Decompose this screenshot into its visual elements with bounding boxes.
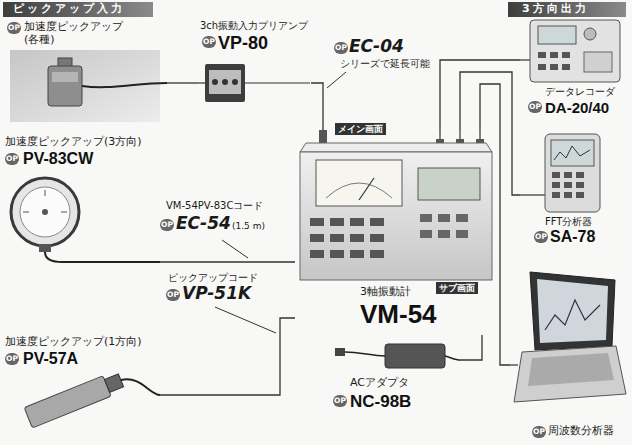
cable-connector <box>160 261 295 262</box>
cable-connector <box>460 72 520 195</box>
option-badge: OP <box>334 42 348 54</box>
uniaxial-pickup-illustration <box>24 370 160 428</box>
option-badge: OP <box>7 22 21 34</box>
header-band: 3方向出力 <box>508 2 626 17</box>
model-name: SA-78 <box>550 228 595 246</box>
option-badge: OP <box>5 153 19 165</box>
cable-note: VM-54PV-83Cコード <box>166 200 263 212</box>
cable-connector <box>160 318 295 395</box>
option-badge: OP <box>532 426 546 438</box>
equipment-box: 加速度ピックアップ(1方向)PV-57A <box>3 334 160 442</box>
equipment-box: ACアダプタ NC-98B <box>325 340 460 422</box>
pickup-photo <box>10 50 167 122</box>
cable-note: ピックアップコード <box>168 272 258 284</box>
device-name: データレコーダ <box>545 86 615 98</box>
vibration-meter-illustration <box>300 130 492 280</box>
device-name: FFT分析器 <box>545 216 592 228</box>
triaxial-pickup-illustration <box>11 178 160 262</box>
device-name: 3軸振動計 <box>360 286 411 299</box>
equipment-box: 3ch振動入力プリアンプVP-80 <box>198 18 311 104</box>
cable-connector <box>480 84 510 365</box>
option-badge: OP <box>166 289 180 301</box>
option-badge: OP <box>5 353 19 365</box>
model-name: DA-20/40 <box>545 99 609 116</box>
cable-model: VP-51K <box>182 284 251 304</box>
laptop-illustration <box>510 272 626 402</box>
cable-model: EC-54 <box>176 214 231 234</box>
model-name: VP-80 <box>218 33 268 54</box>
cable-connector <box>311 83 323 130</box>
ac-adapter-illustration <box>335 344 460 368</box>
model-name: PV-57A <box>23 350 78 368</box>
device-name: 周波数分析器 <box>548 425 614 438</box>
model-name: PV-83CW <box>23 150 93 168</box>
model-name: VM-54 <box>360 300 437 330</box>
data-recorder-illustration <box>520 20 620 82</box>
device-name: ACアダプタ <box>350 377 409 390</box>
option-badge: OP <box>333 395 347 407</box>
option-badge: OP <box>528 101 542 113</box>
cable-connector <box>167 82 198 83</box>
device-name: 加速度ピックアップ(3方向) <box>5 136 142 149</box>
screen-tag: サブ画面 <box>436 282 478 294</box>
equipment-box: 加速度ピックアップ(3方向)PV-83CW <box>3 134 160 272</box>
option-badge: OP <box>534 231 548 243</box>
equipment-box: 3軸振動計VM-54 <box>295 130 495 335</box>
preamp-illustration <box>198 64 310 102</box>
cable-length: (1.5 m) <box>232 221 265 231</box>
fft-analyzer-illustration <box>520 134 600 212</box>
model-name: NC-98B <box>350 392 411 412</box>
device-name: 加速度ピックアップ (各種) <box>24 21 126 46</box>
option-badge: OP <box>160 219 174 231</box>
cable-connector <box>460 335 482 360</box>
section-heading: ピックアップ入力 <box>13 3 125 16</box>
device-name: 加速度ピックアップ(1方向) <box>5 336 142 349</box>
device-name: 3ch振動入力プリアンプ <box>200 20 308 32</box>
section-heading: 3方向出力 <box>522 3 589 16</box>
option-badge: OP <box>202 36 216 48</box>
equipment-box: 加速度ピックアップ (各種) <box>5 20 167 125</box>
screen-tag: メイン画面 <box>335 123 386 135</box>
cable-note: シリーズで延長可能 <box>340 58 430 70</box>
header-band: ピックアップ入力 <box>3 2 153 17</box>
equipment-box: 周波数分析器 <box>510 265 628 442</box>
cable-model: EC-04 <box>349 37 404 57</box>
